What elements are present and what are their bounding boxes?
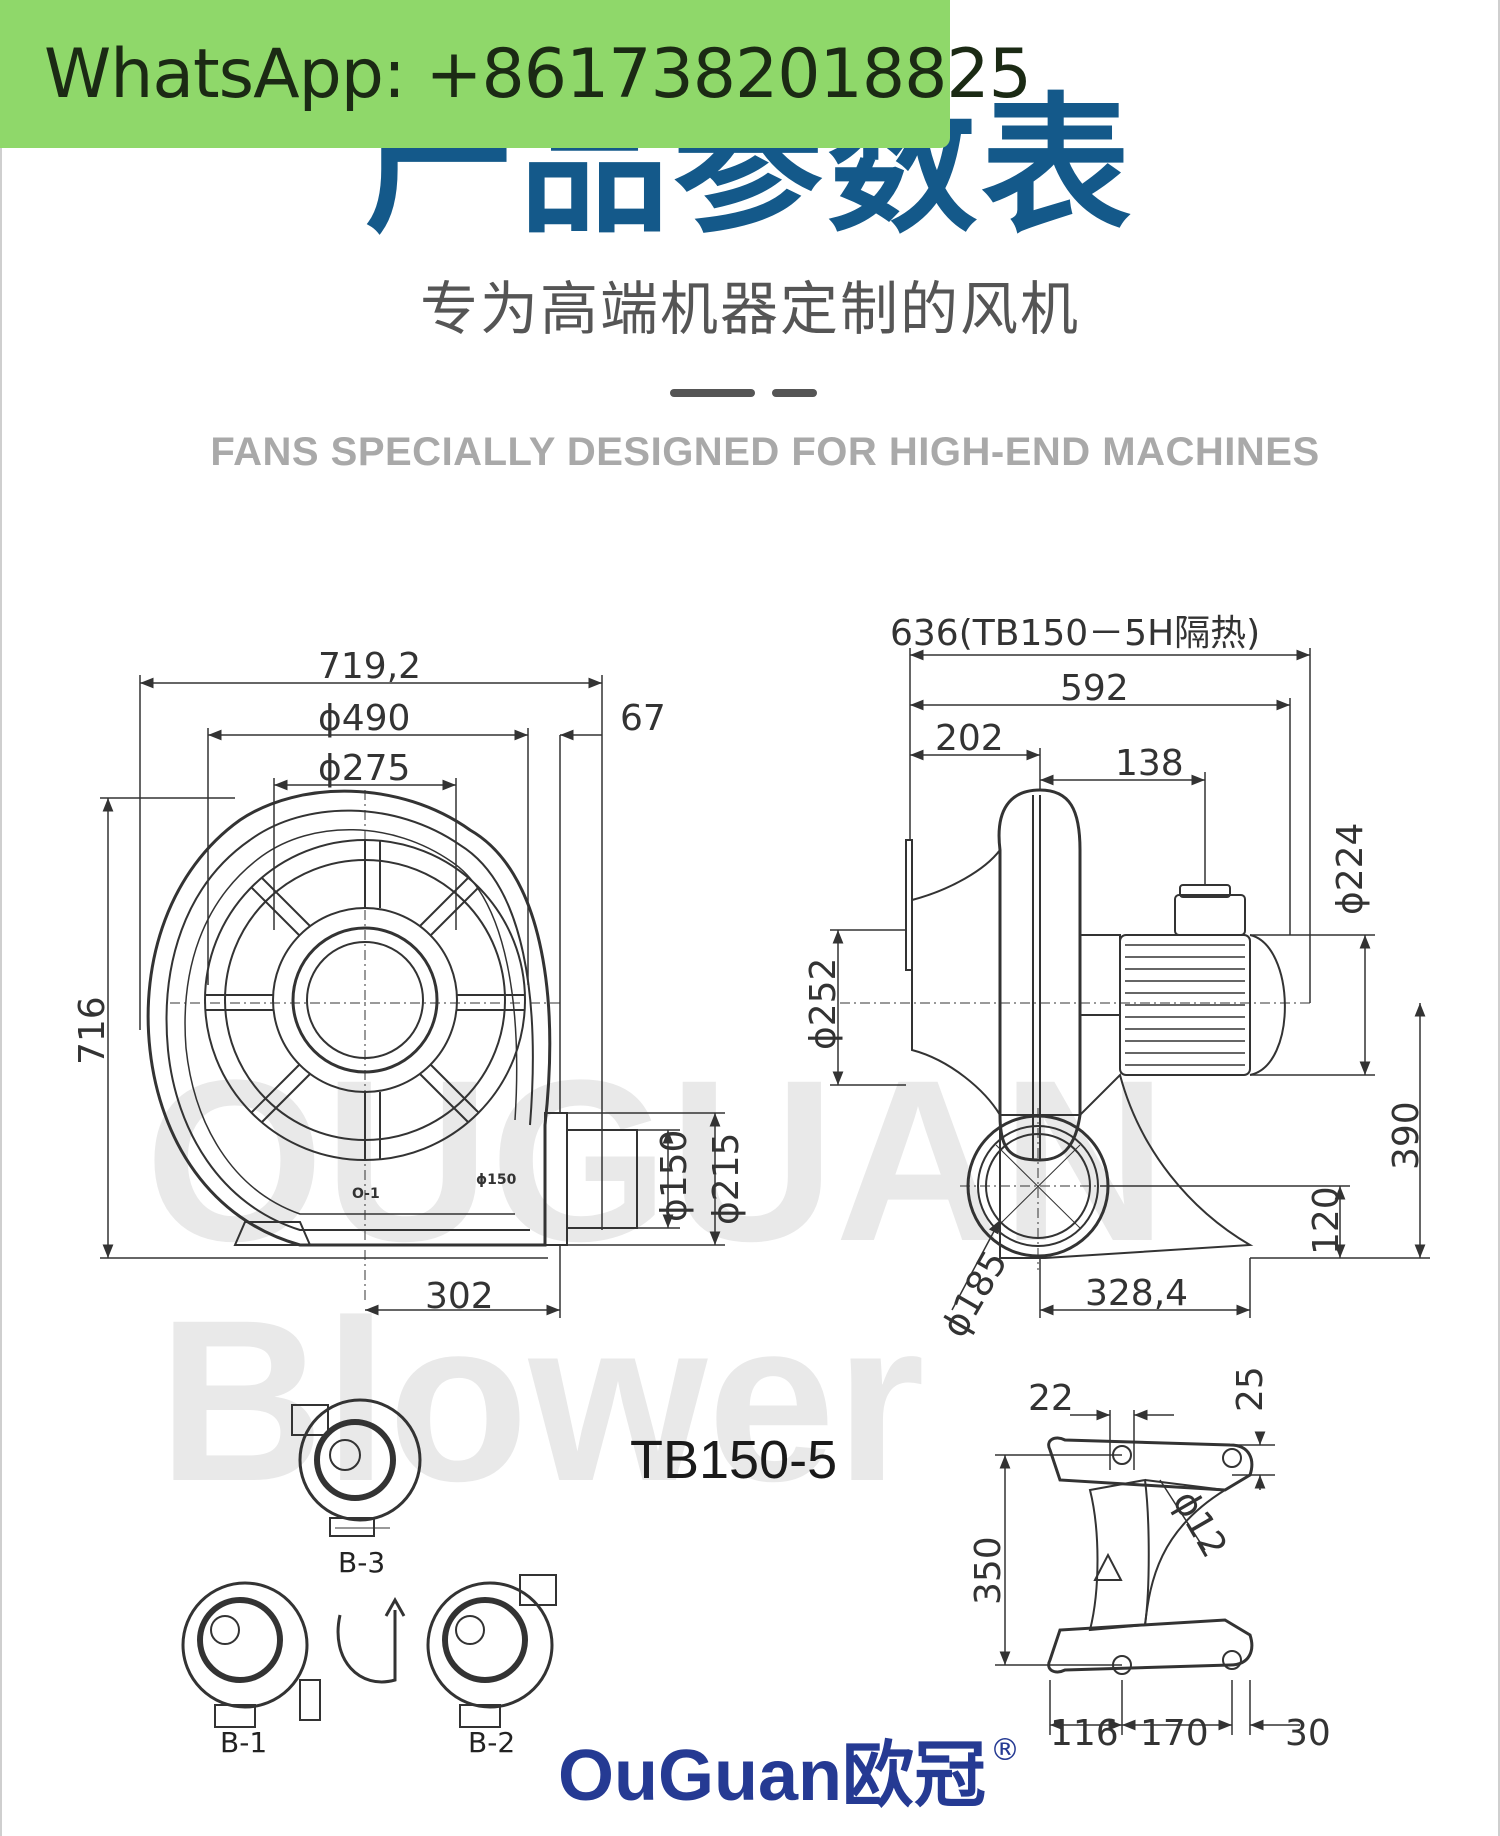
dim-inlet-to-center: 202 (935, 718, 1004, 759)
page-border-right (1498, 0, 1500, 1836)
base-top-foot (1047, 1436, 1254, 1492)
dim-inlet-dia: ϕ275 (318, 748, 410, 789)
base-view (995, 1409, 1300, 1735)
model-number: TB150-5 (630, 1430, 837, 1490)
base-arrow-mark (1093, 1552, 1123, 1581)
front-view (100, 675, 725, 1318)
base-rib (1144, 1479, 1228, 1626)
dim-motor-dia: ϕ224 (1330, 823, 1371, 915)
dim-outlet-ext: 67 (620, 698, 666, 739)
rotation-arrow-arc (336, 1610, 397, 1684)
dim-center-to-motor: 138 (1115, 743, 1184, 784)
orientation-label-b1: B-1 (220, 1726, 267, 1759)
orientation-b3 (291, 1398, 422, 1537)
orientation-b1 (181, 1581, 321, 1728)
dim-base-height: 120 (1306, 1186, 1347, 1255)
side-volute (997, 788, 1082, 1162)
side-terminal-box (1174, 894, 1246, 936)
orientation-b2 (426, 1574, 557, 1728)
side-dim-lines (830, 648, 1430, 1318)
dim-top-margin: 25 (1230, 1366, 1271, 1412)
outlet-marking: ϕ150 (476, 1172, 517, 1188)
base-bottom-foot (1047, 1618, 1254, 1674)
tagline: FANS SPECIALLY DESIGNED FOR HIGH-END MAC… (210, 430, 1320, 474)
dim-left-offset: 116 (1050, 1713, 1119, 1754)
page-border-left (0, 0, 2, 1836)
front-volute-outer (146, 789, 552, 1247)
base-hole-br (1222, 1650, 1242, 1670)
divider-dash-long (670, 389, 755, 397)
dim-housing-dia: ϕ490 (318, 698, 410, 739)
brand-registered-mark: ® (990, 1733, 1020, 1768)
page-subtitle: 专为高端机器定制的风机 (419, 275, 1080, 343)
dim-overall-width: 719,2 (318, 646, 421, 687)
dim-overall-insulated: 636(TB150－5H隔热) (890, 613, 1260, 654)
dim-outlet-inner: ϕ150 (654, 1130, 695, 1222)
side-motor-endcap (1249, 934, 1286, 1076)
brand-logo: OuGuan欧冠 (558, 1736, 986, 1816)
side-motor-fins (1125, 944, 1245, 1066)
front-base (233, 1221, 312, 1246)
whatsapp-banner[interactable]: WhatsApp: +8617382018825 (0, 0, 1032, 148)
side-outlet-cross2 (995, 1144, 1081, 1229)
dim-height: 716 (72, 996, 113, 1065)
side-stand (999, 1073, 1254, 1259)
orientation-label-b2: B-2 (468, 1726, 515, 1759)
dim-shaft-height: 390 (1386, 1101, 1427, 1170)
dim-overall-length: 592 (1060, 668, 1129, 709)
whatsapp-contact[interactable]: WhatsApp: +8617382018825 (44, 34, 1032, 114)
dim-hole-spacing: 350 (968, 1536, 1009, 1605)
base-spine (1088, 1478, 1150, 1632)
rotation-mark: O-1 (352, 1186, 380, 1202)
orientation-label-b3: B-3 (338, 1546, 385, 1579)
dim-slot-width: 22 (1028, 1378, 1074, 1419)
front-volute-inner (165, 809, 534, 1231)
dim-inlet-dia-side: ϕ252 (803, 958, 844, 1050)
divider-dash-short (772, 389, 817, 397)
front-volute-edge (184, 828, 518, 1215)
base-dim-lines (995, 1409, 1300, 1735)
side-view (830, 648, 1430, 1318)
dim-base-length: 328,4 (1085, 1273, 1188, 1314)
base-hole-tr (1222, 1448, 1242, 1468)
dim-base-offset: 302 (425, 1276, 494, 1317)
front-dim-lines (100, 675, 725, 1318)
dim-hole-dia: ϕ12 (1164, 1484, 1234, 1565)
dim-right-offset: 30 (1285, 1713, 1331, 1754)
rotation-arrow-head (384, 1596, 406, 1617)
side-outlet-mid (977, 1125, 1099, 1247)
dim-outlet-flange: ϕ215 (706, 1133, 747, 1225)
dim-mid-span: 170 (1140, 1713, 1209, 1754)
